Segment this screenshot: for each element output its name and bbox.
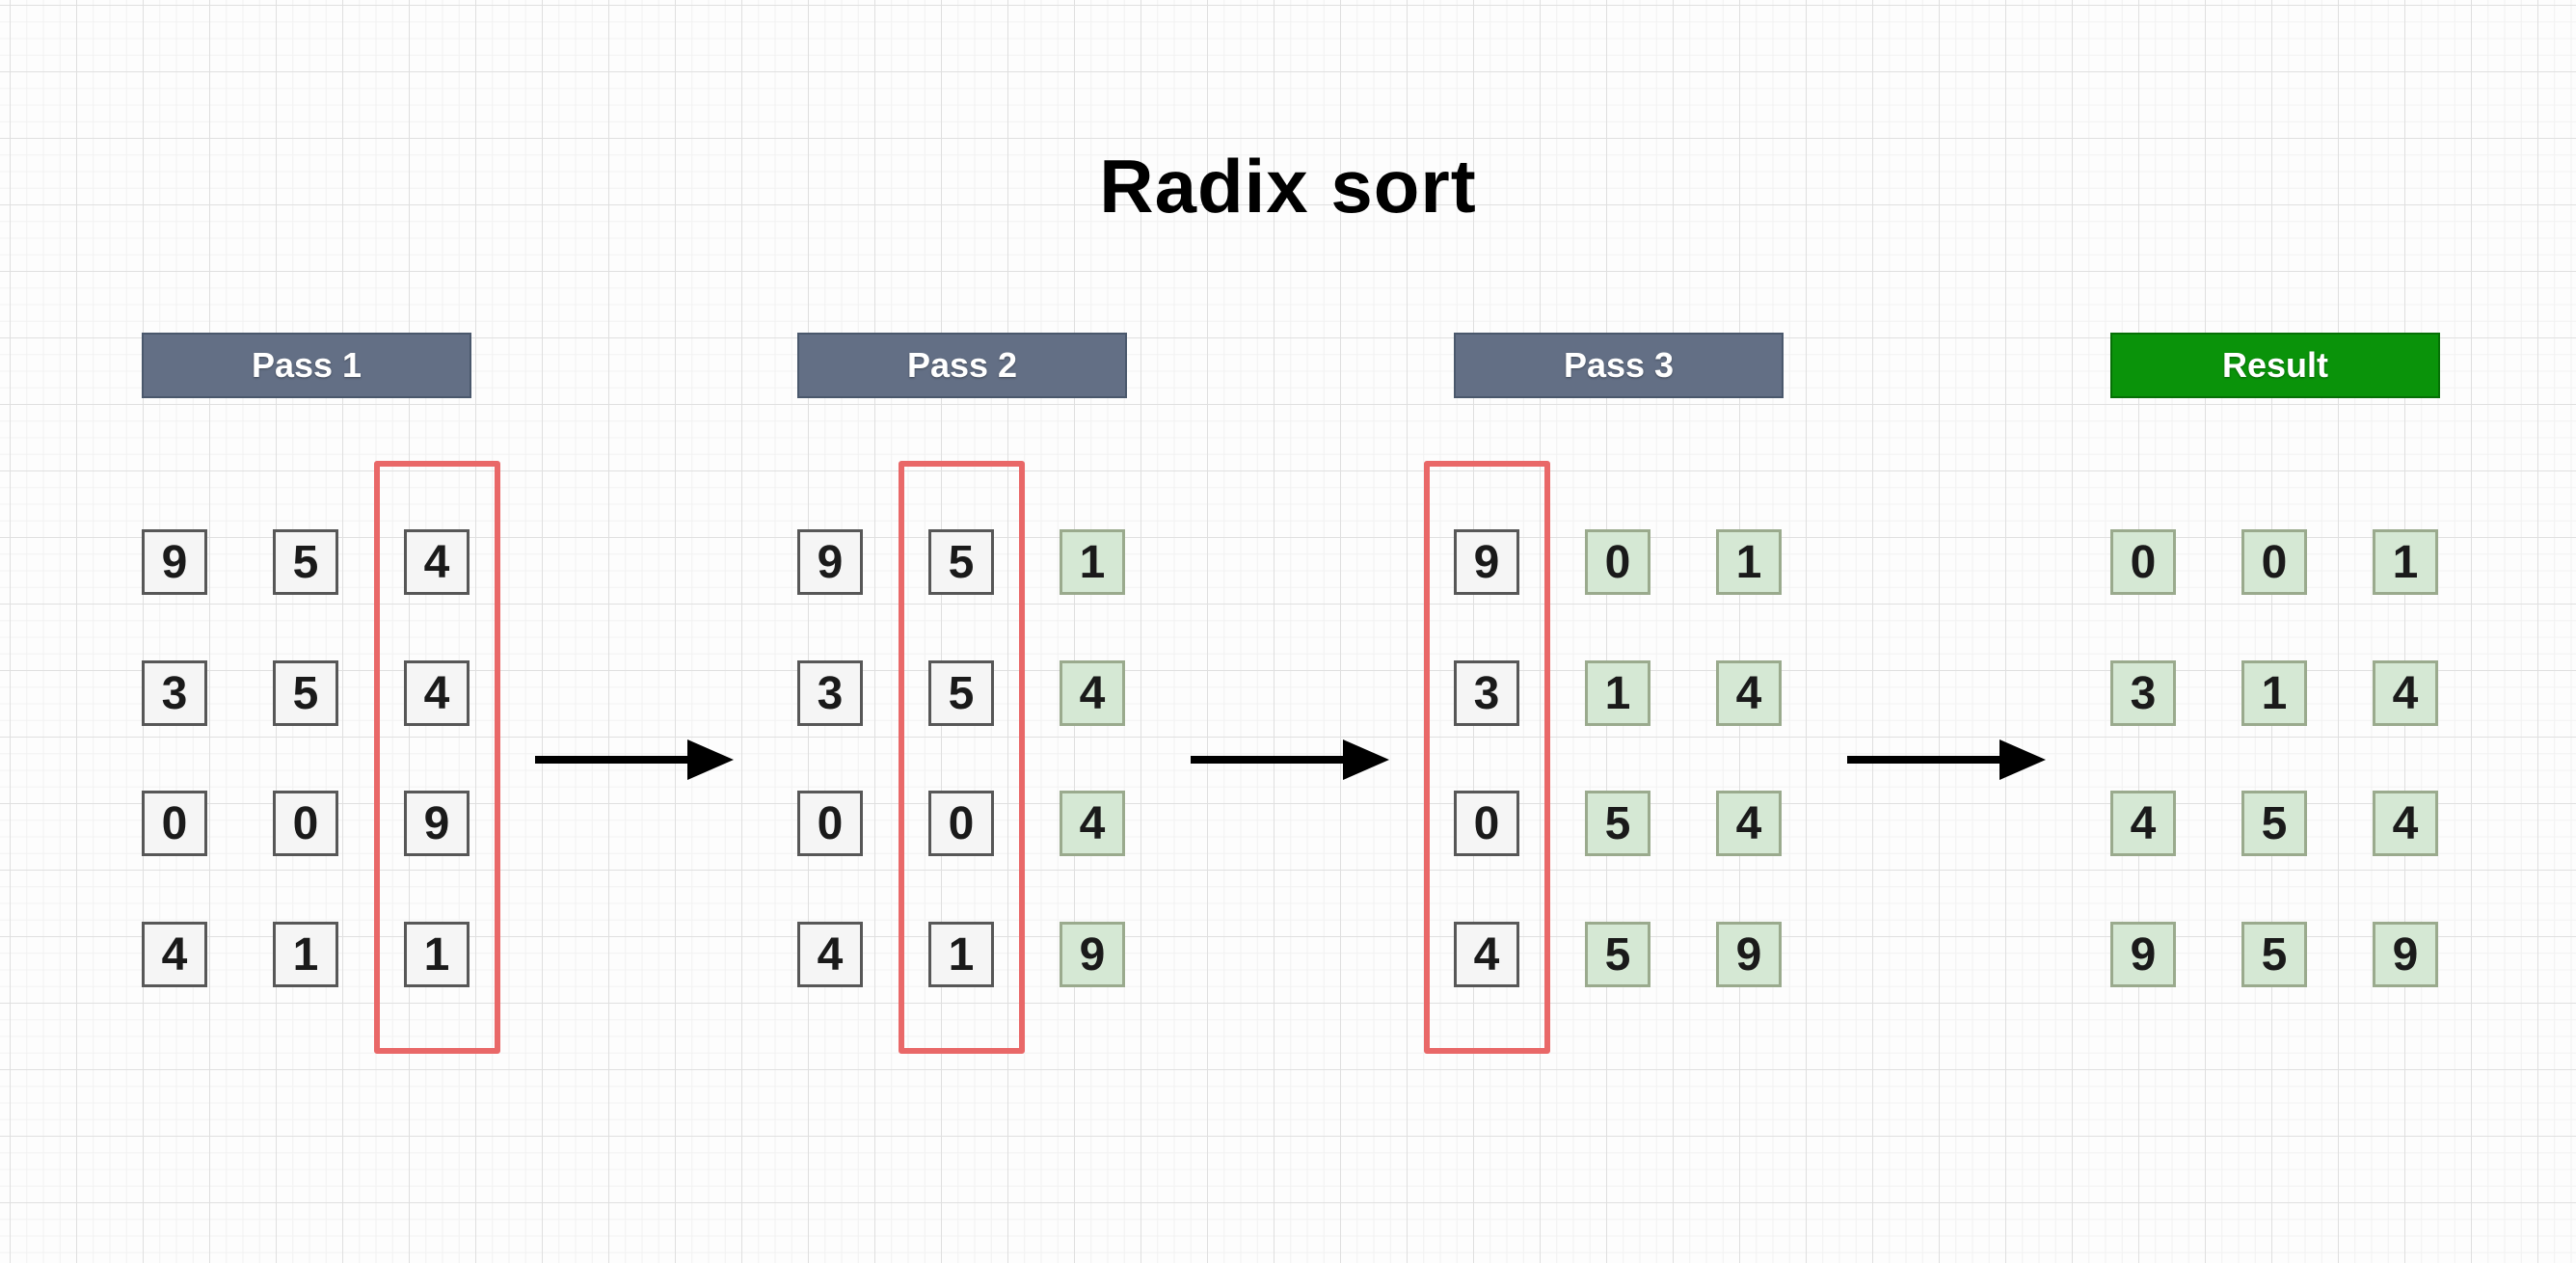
pass-3-cell-r1-c1: 9	[1454, 529, 1519, 595]
pass-3-cell-r2-c1: 3	[1454, 660, 1519, 726]
pass-3-cell-r2-c3: 4	[1716, 660, 1782, 726]
result-cell-r2-c3: 4	[2373, 660, 2438, 726]
pass-3-cell-r2-c2: 1	[1585, 660, 1650, 726]
pass-2-cell-r1-c3: 1	[1060, 529, 1125, 595]
pass-1-header: Pass 1	[142, 333, 471, 398]
pass-2-cell-r2-c3: 4	[1060, 660, 1125, 726]
pass-1-cell-r4-c3: 1	[404, 922, 470, 987]
pass-1-cell-r1-c2: 5	[273, 529, 338, 595]
pass-3-cell-r3-c1: 0	[1454, 791, 1519, 856]
result-cell-r4-c1: 9	[2110, 922, 2176, 987]
pass-3-cell-r3-c3: 4	[1716, 791, 1782, 856]
pass-2-cell-r4-c3: 9	[1060, 922, 1125, 987]
pass-2-cell-r4-c1: 4	[797, 922, 863, 987]
arrow-pass1-to-pass2-icon	[535, 738, 734, 787]
result-cell-r2-c2: 1	[2241, 660, 2307, 726]
pass-3-header: Pass 3	[1454, 333, 1784, 398]
pass-2-cell-r3-c3: 4	[1060, 791, 1125, 856]
pass-1-cell-r2-c3: 4	[404, 660, 470, 726]
pass-1-cell-r3-c1: 0	[142, 791, 207, 856]
result-cell-r4-c3: 9	[2373, 922, 2438, 987]
pass-1-cell-r2-c1: 3	[142, 660, 207, 726]
result-cell-r1-c1: 0	[2110, 529, 2176, 595]
pass-1-cell-r4-c2: 1	[273, 922, 338, 987]
pass-2-cell-r3-c1: 0	[797, 791, 863, 856]
pass-3-cell-r3-c2: 5	[1585, 791, 1650, 856]
result-cell-r3-c1: 4	[2110, 791, 2176, 856]
result-cell-r3-c3: 4	[2373, 791, 2438, 856]
pass-1-cell-r4-c1: 4	[142, 922, 207, 987]
pass-3-cell-r4-c2: 5	[1585, 922, 1650, 987]
result-cell-r3-c2: 5	[2241, 791, 2307, 856]
pass-2-cell-r2-c1: 3	[797, 660, 863, 726]
pass-2-cell-r1-c2: 5	[928, 529, 994, 595]
pass-1-cell-r1-c3: 4	[404, 529, 470, 595]
pass-2-cell-r2-c2: 5	[928, 660, 994, 726]
highlighted-column-box-pass-3	[1424, 461, 1550, 1054]
pass-2-header: Pass 2	[797, 333, 1127, 398]
pass-3-cell-r1-c2: 0	[1585, 529, 1650, 595]
pass-3-cell-r1-c3: 1	[1716, 529, 1782, 595]
pass-3-cell-r4-c1: 4	[1454, 922, 1519, 987]
pass-1-cell-r3-c2: 0	[273, 791, 338, 856]
highlighted-column-box-pass-1	[374, 461, 500, 1054]
result-header: Result	[2110, 333, 2440, 398]
pass-2-cell-r3-c2: 0	[928, 791, 994, 856]
highlighted-column-box-pass-2	[899, 461, 1025, 1054]
pass-1-cell-r1-c1: 9	[142, 529, 207, 595]
pass-3-cell-r4-c3: 9	[1716, 922, 1782, 987]
result-cell-r1-c3: 1	[2373, 529, 2438, 595]
result-cell-r4-c2: 5	[2241, 922, 2307, 987]
pass-2-cell-r4-c2: 1	[928, 922, 994, 987]
result-cell-r2-c1: 3	[2110, 660, 2176, 726]
page-title: Radix sort	[1099, 144, 1477, 228]
pass-1-cell-r2-c2: 5	[273, 660, 338, 726]
pass-2-cell-r1-c1: 9	[797, 529, 863, 595]
arrow-pass2-to-pass3-icon	[1191, 738, 1389, 787]
pass-1-cell-r3-c3: 9	[404, 791, 470, 856]
result-cell-r1-c2: 0	[2241, 529, 2307, 595]
arrow-pass3-to-result-icon	[1847, 738, 2046, 787]
